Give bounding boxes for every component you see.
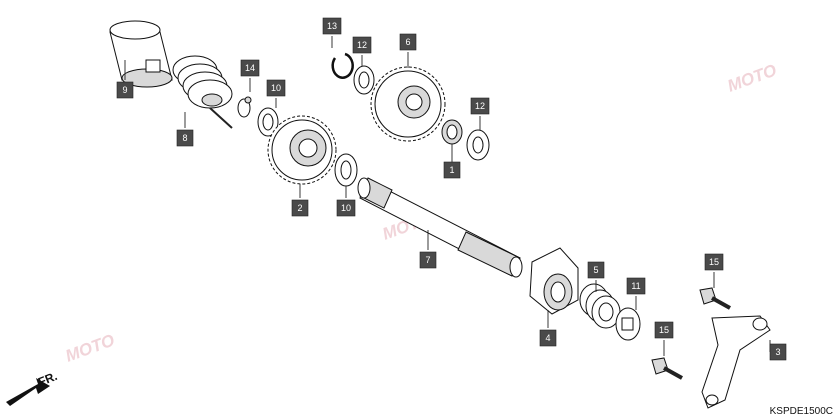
svg-text:6: 6 (405, 37, 410, 47)
svg-text:15: 15 (659, 325, 669, 335)
part-4-ratchet (529, 247, 579, 315)
part-12-washer-right (466, 129, 490, 161)
leader-lines (124, 36, 771, 356)
watermark-left: MOTO (63, 331, 117, 366)
part-7-kick-spindle (357, 177, 523, 278)
part-13-circlip (331, 52, 354, 79)
part-11-washer (615, 307, 641, 341)
svg-text:12: 12 (475, 101, 485, 111)
part-14-clip (237, 96, 252, 118)
callout-10-upper: 10 (266, 79, 286, 97)
callout-1: 1 (443, 161, 461, 179)
part-10-washer-upper (257, 107, 279, 137)
svg-text:8: 8 (182, 133, 187, 143)
svg-text:2: 2 (297, 203, 302, 213)
callout-14: 14 (240, 59, 260, 77)
svg-text:9: 9 (122, 85, 127, 95)
callout-12-right: 12 (470, 97, 490, 115)
diagram-code: KSPDE1500C (769, 406, 833, 417)
callout-6: 6 (399, 33, 417, 51)
front-direction-arrow (6, 378, 50, 406)
svg-text:12: 12 (357, 40, 367, 50)
watermark-text: MOTO (725, 61, 779, 96)
callout-4: 4 (539, 329, 557, 347)
svg-text:3: 3 (775, 347, 780, 357)
callout-12-upper: 12 (352, 36, 372, 54)
callout-9: 9 (116, 81, 134, 99)
svg-text:14: 14 (245, 63, 255, 73)
callout-10-lower: 10 (336, 199, 356, 217)
callout-15-upper: 15 (704, 253, 724, 271)
svg-text:1: 1 (449, 165, 454, 175)
callout-2: 2 (291, 199, 309, 217)
part-10-washer-lower (334, 153, 358, 187)
part-6-idle-gear (370, 66, 446, 142)
svg-text:13: 13 (327, 21, 337, 31)
callout-13: 13 (322, 17, 342, 35)
part-5-ratchet-spring (579, 283, 621, 329)
svg-text:15: 15 (709, 257, 719, 267)
callout-3: 3 (769, 343, 787, 361)
part-15-bolt-upper (699, 287, 731, 310)
callout-7: 7 (419, 251, 437, 269)
part-1-bushing (441, 119, 463, 145)
callout-15-lower: 15 (654, 321, 674, 339)
part-15-bolt-lower (651, 357, 683, 380)
callout-5: 5 (587, 261, 605, 279)
callout-8: 8 (176, 129, 194, 147)
part-12-washer-upper (353, 65, 375, 95)
svg-text:10: 10 (271, 83, 281, 93)
part-9-collar (109, 20, 173, 88)
svg-text:4: 4 (545, 333, 550, 343)
part-8-kick-spring (172, 55, 233, 129)
watermark-top-right: MOTO (725, 61, 779, 96)
watermark-text: MOTO (63, 331, 117, 366)
svg-text:10: 10 (341, 203, 351, 213)
part-2-kick-gear (267, 115, 337, 185)
part-3-kick-arm (701, 315, 771, 409)
svg-text:11: 11 (631, 281, 640, 291)
svg-text:5: 5 (593, 265, 598, 275)
svg-text:7: 7 (425, 255, 430, 265)
callout-11: 11 (626, 277, 646, 295)
